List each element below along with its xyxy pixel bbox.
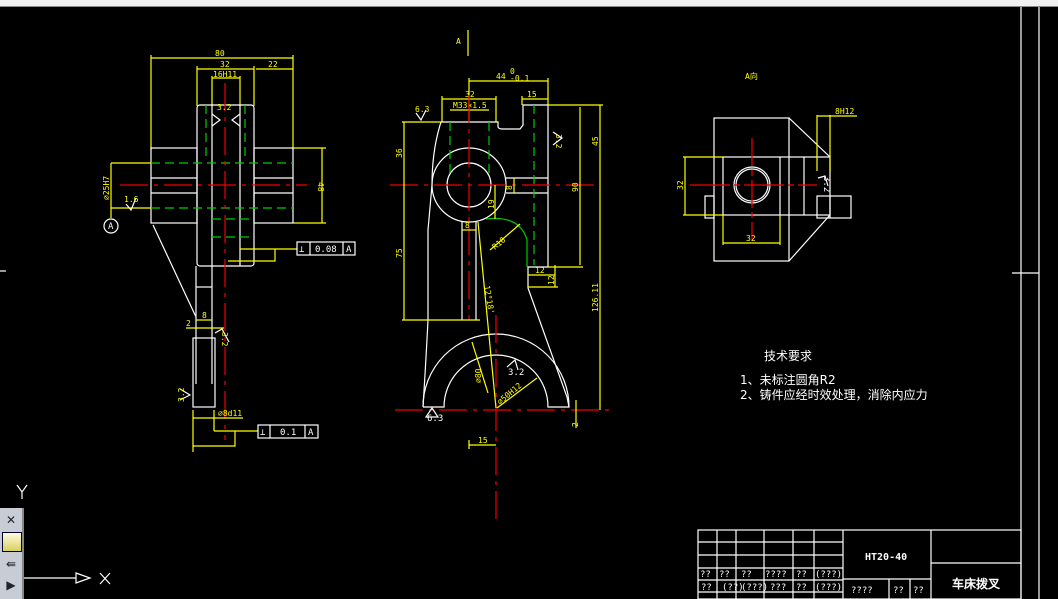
dim-2: 2 [186, 319, 191, 328]
roughness-3: 3.2 [177, 387, 186, 402]
svg-text:??: ?? [893, 586, 904, 596]
dim-8: 8 [505, 185, 514, 190]
title-block: HT20-40 车床拨叉 ?? ?? ?? ???? ?? (???) ?? (… [697, 529, 1022, 599]
play-icon[interactable]: ▶ [6, 578, 16, 592]
svg-text:(???): (???) [815, 570, 842, 580]
side-view: 80 32 22 16H11 ⌀25H7 A 1.6 48 [102, 49, 356, 452]
svg-text:??: ?? [701, 583, 712, 593]
dim-2: 2 [571, 422, 580, 427]
diameter-80: ⌀80 [474, 368, 483, 383]
dim-44-tol-lower: -0.1 [510, 74, 529, 83]
svg-text:0.1: 0.1 [280, 428, 296, 438]
svg-text:??: ?? [796, 570, 807, 580]
side-toolbar: ✕ ⇚ ▶ [0, 508, 24, 599]
svg-text:??: ?? [796, 583, 807, 593]
svg-text:0.08: 0.08 [315, 245, 337, 255]
roughness-1: 1.6 [124, 195, 139, 204]
datum-a: A [108, 222, 114, 232]
svg-text:??: ?? [700, 570, 711, 580]
material-label: HT20-40 [865, 552, 907, 563]
tolerance-frame-1: ⊥ 0.08 A [296, 241, 356, 256]
front-view: A 44 0 -0.1 32 15 M33×1.5 6.3 [390, 30, 610, 520]
dim-32-vertical: 32 [676, 180, 685, 190]
svg-text:A: A [308, 428, 314, 438]
a-direction-view: A向 8H12 32 32 3.2 [676, 71, 857, 262]
roughness-4: 3.2 [217, 103, 232, 112]
dim-8: 8 [202, 311, 207, 320]
dim-32-horizontal: 32 [746, 234, 756, 243]
drawing-frame [0, 7, 1040, 599]
svg-text:???: ??? [770, 583, 786, 593]
dim-32: 32 [220, 60, 230, 69]
diameter-50h12: ⌀50H12 [496, 381, 524, 407]
roughness-bottom: 6.3 [427, 414, 443, 424]
dim-80: 80 [215, 49, 225, 58]
view-arrow-label: A [456, 37, 461, 46]
svg-text:⊥: ⊥ [260, 428, 266, 438]
svg-text:(??): (??) [722, 583, 744, 593]
dim-8b: 8 [465, 221, 470, 230]
svg-text:??: ?? [741, 570, 752, 580]
dim-45: 45 [591, 136, 600, 146]
svg-text:????: ???? [851, 586, 873, 596]
dim-44-tol-upper: 0 [510, 67, 515, 76]
dim-15-bottom: 15 [478, 436, 488, 445]
roughness-arc: 3.2 [508, 368, 524, 378]
svg-text:(???): (???) [815, 583, 842, 593]
dim-15-top: 15 [527, 90, 537, 99]
svg-text:??: ?? [719, 570, 730, 580]
window-top-bar [0, 0, 1058, 7]
thread-label: M33×1.5 [453, 101, 487, 110]
dim-12: 12 [535, 266, 545, 275]
technical-requirements: 技术要求 1、未标注圆角R2 2、铸件应经时效处理，消除内应力 [740, 349, 928, 402]
note-item-2: 2、铸件应经时效处理，消除内应力 [740, 387, 928, 402]
snap-icon[interactable]: ✕ [5, 513, 17, 527]
tolerance-frame-2: ⊥ 0.1 A [257, 424, 319, 439]
properties-icon[interactable]: ⇚ [5, 557, 17, 571]
angle-dim: 12°18' [482, 285, 496, 315]
dim-90: 90 [571, 182, 580, 192]
dim-8h12: 8H12 [835, 107, 854, 116]
notes-title: 技术要求 [764, 349, 812, 363]
dim-16h11: 16H11 [213, 70, 237, 79]
roughness-right: 3.2 [554, 134, 563, 149]
layer-window-icon[interactable] [2, 532, 22, 552]
dim-126: 126.11 [591, 283, 600, 312]
ucs-icon: Y X [16, 484, 111, 585]
dim-48: 48 [316, 182, 325, 192]
dim-8d11: ⌀8d11 [218, 409, 242, 418]
roughness-2: 3.2 [220, 332, 229, 347]
dim-22: 22 [268, 60, 278, 69]
dim-36: 36 [395, 148, 404, 158]
part-name: 车床拨叉 [952, 576, 1001, 591]
dim-19: 19 [487, 199, 496, 209]
svg-text:A: A [346, 245, 352, 255]
dim-12b: 12 [547, 275, 556, 285]
dim-25h7: ⌀25H7 [102, 176, 111, 200]
note-item-1: 1、未标注圆角R2 [740, 372, 836, 387]
svg-text:????: ???? [765, 570, 787, 580]
dim-75: 75 [395, 248, 404, 258]
a-view-roughness: 3.2 [821, 176, 831, 192]
roughness-top: 6.3 [415, 105, 430, 114]
svg-text:(???): (???) [741, 583, 768, 593]
dim-32: 32 [465, 90, 475, 99]
a-view-title: A向 [745, 71, 758, 81]
svg-text:??: ?? [913, 586, 924, 596]
svg-text:⊥: ⊥ [299, 245, 305, 255]
dim-44: 44 [496, 72, 506, 81]
